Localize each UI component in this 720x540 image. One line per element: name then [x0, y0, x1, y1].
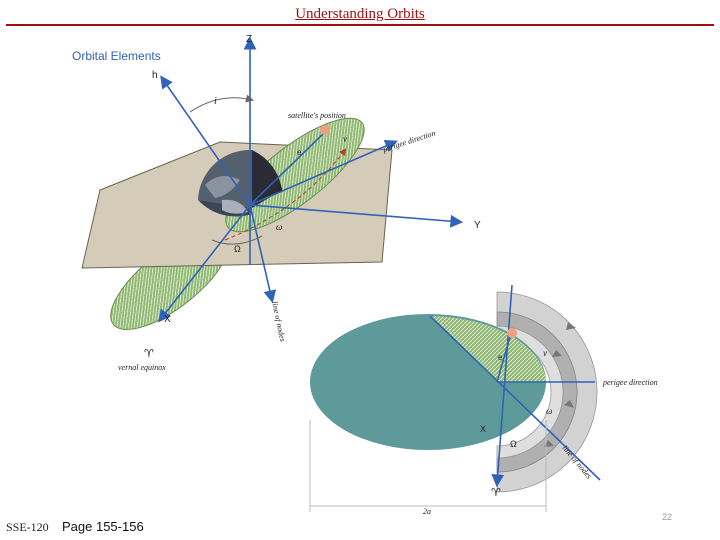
label-x-bottom: X	[480, 424, 486, 434]
heading-orbital-elements: Orbital Elements	[72, 49, 161, 63]
label-line-of-nodes: line of nodes	[270, 301, 287, 343]
perigee-vector	[249, 139, 398, 206]
label-perigee-direction: perigee direction	[381, 128, 437, 154]
x-axis	[158, 204, 251, 323]
bottom-figure: ν e X perigee direction ω Ω ♈ line of no…	[309, 284, 658, 516]
satellite-vector	[249, 131, 326, 206]
vertical-line	[491, 284, 513, 488]
label-n-vector: n	[278, 185, 282, 194]
top-figure: Orbital Elements Z Y X h i satellite's p…	[72, 34, 481, 372]
h-axis	[160, 75, 251, 206]
label-h: h	[152, 70, 158, 81]
vernal-symbol-bottom: ♈	[491, 487, 501, 499]
label-perigee-bottom: perigee direction	[602, 378, 658, 387]
label-inclination: i	[214, 96, 217, 107]
y-axis	[249, 204, 464, 228]
arc-arrow-3	[564, 400, 574, 408]
line-of-nodes-axis	[249, 204, 277, 304]
orbit-green-sector	[430, 316, 546, 382]
orbit-path	[224, 148, 347, 241]
label-y: Y	[474, 220, 481, 231]
label-omega-small: ω	[276, 222, 282, 232]
title-bar: Understanding Orbits	[0, 0, 720, 28]
arc-arrow-1	[566, 322, 576, 330]
label-nu-bottom: ν	[543, 348, 547, 358]
label-e-bottom: e	[498, 353, 503, 362]
label-omega-big: Ω	[234, 244, 241, 254]
label-omega-small-bottom: ω	[546, 406, 552, 416]
inclination-arc	[189, 94, 254, 113]
satellite-bottom	[507, 328, 517, 338]
slide-number: 22	[662, 512, 673, 522]
label-omega-big-bottom: Ω	[510, 439, 517, 449]
page-reference: Page 155-156	[62, 519, 144, 534]
satellite	[320, 125, 330, 135]
label-nu: ν	[343, 134, 347, 144]
label-x: X	[164, 314, 171, 325]
orbit-upper	[225, 117, 365, 233]
slide-title: Understanding Orbits	[295, 6, 425, 22]
label-z: Z	[246, 34, 252, 45]
title-rule	[6, 24, 714, 26]
course-code: SSE-120	[6, 520, 49, 534]
vernal-equinox-symbol: ♈	[144, 348, 154, 360]
label-vernal-equinox: vernal equinox	[118, 363, 166, 372]
plane-cutout	[297, 268, 387, 308]
satellite-line	[496, 329, 513, 383]
label-satellite-position: satellite's position	[288, 111, 346, 120]
label-2a: 2a	[423, 507, 431, 516]
raan-arc	[211, 235, 263, 245]
label-e-vector: e	[297, 148, 302, 157]
line-of-nodes-line	[429, 315, 601, 481]
arc-arrow-2	[552, 350, 562, 357]
